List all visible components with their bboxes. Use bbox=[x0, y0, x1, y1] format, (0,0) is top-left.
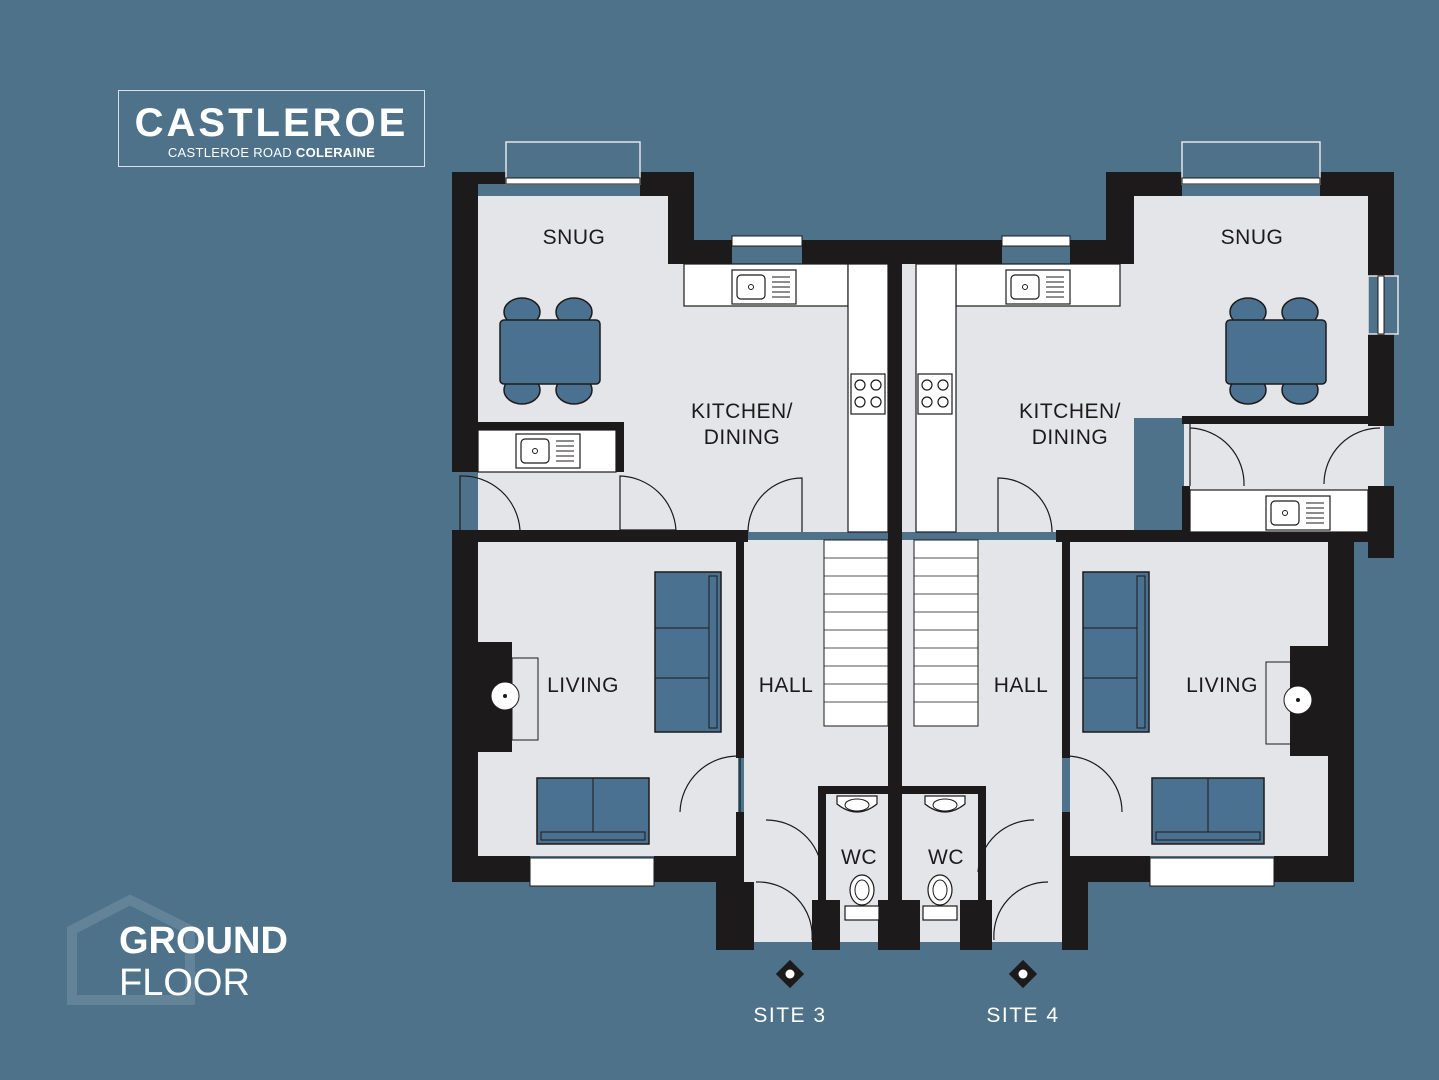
hob-icon bbox=[850, 373, 886, 415]
room-label-snug: SNUG bbox=[543, 226, 606, 249]
sofa-icon bbox=[654, 571, 722, 733]
room-label-living: LIVING bbox=[1186, 674, 1258, 697]
utility-sink-icon bbox=[515, 433, 581, 469]
room-label-hall: HALL bbox=[759, 674, 814, 697]
utility-sink-icon bbox=[1265, 495, 1331, 531]
house-right: SNUG KITCHEN/ DINING LIVING HALL WC bbox=[902, 141, 1399, 950]
kitchen-sink-icon bbox=[1005, 269, 1071, 305]
room-label-wc: WC bbox=[928, 846, 964, 869]
kitchen-sink-icon bbox=[731, 269, 797, 305]
room-label-snug: SNUG bbox=[1221, 226, 1284, 249]
development-logo: CASTLEROE CASTLEROE ROAD COLERAINE bbox=[118, 90, 425, 167]
room-label-hall: HALL bbox=[994, 674, 1049, 697]
site-marker-left: SITE 3 bbox=[753, 959, 826, 1027]
walls-left bbox=[452, 172, 902, 950]
room-label-living: LIVING bbox=[547, 674, 619, 697]
windows-left bbox=[505, 141, 803, 887]
doors-left bbox=[459, 475, 823, 941]
sofa-icon bbox=[1082, 571, 1150, 733]
room-label-kitchen: KITCHEN/ bbox=[691, 400, 793, 423]
room-label-dining: DINING bbox=[1032, 426, 1109, 449]
floor-title-line1: GROUND bbox=[119, 920, 288, 962]
staircase-icon bbox=[913, 539, 979, 727]
sofa-icon bbox=[1151, 777, 1265, 845]
room-label-dining: DINING bbox=[704, 426, 781, 449]
windows-right bbox=[1001, 141, 1399, 887]
development-address: CASTLEROE ROAD COLERAINE bbox=[119, 145, 424, 160]
staircase-icon bbox=[823, 539, 889, 727]
address-town: COLERAINE bbox=[295, 145, 376, 160]
worktops-right bbox=[915, 263, 1369, 533]
walls-right bbox=[902, 172, 1394, 950]
site-marker-right: SITE 4 bbox=[986, 959, 1059, 1027]
worktops-left bbox=[477, 263, 889, 533]
site-label-left: SITE 3 bbox=[753, 1004, 826, 1027]
fireplace-icon bbox=[490, 657, 539, 741]
address-road: CASTLEROE ROAD bbox=[167, 145, 292, 160]
site-label-right: SITE 4 bbox=[986, 1004, 1059, 1027]
floor-title: GROUND FLOOR bbox=[119, 920, 288, 1004]
fireplace-icon bbox=[1265, 661, 1313, 745]
watermark-house-icon bbox=[67, 894, 195, 1005]
sofa-icon bbox=[536, 777, 650, 845]
doors-right bbox=[977, 424, 1381, 941]
room-label-wc: WC bbox=[841, 846, 877, 869]
development-name: CASTLEROE bbox=[134, 101, 409, 145]
floor-title-line2: FLOOR bbox=[119, 962, 250, 1004]
house-left: SNUG KITCHEN/ DINING LIVING HALL WC bbox=[452, 141, 902, 950]
hob-icon bbox=[917, 373, 953, 415]
room-label-kitchen: KITCHEN/ bbox=[1019, 400, 1121, 423]
